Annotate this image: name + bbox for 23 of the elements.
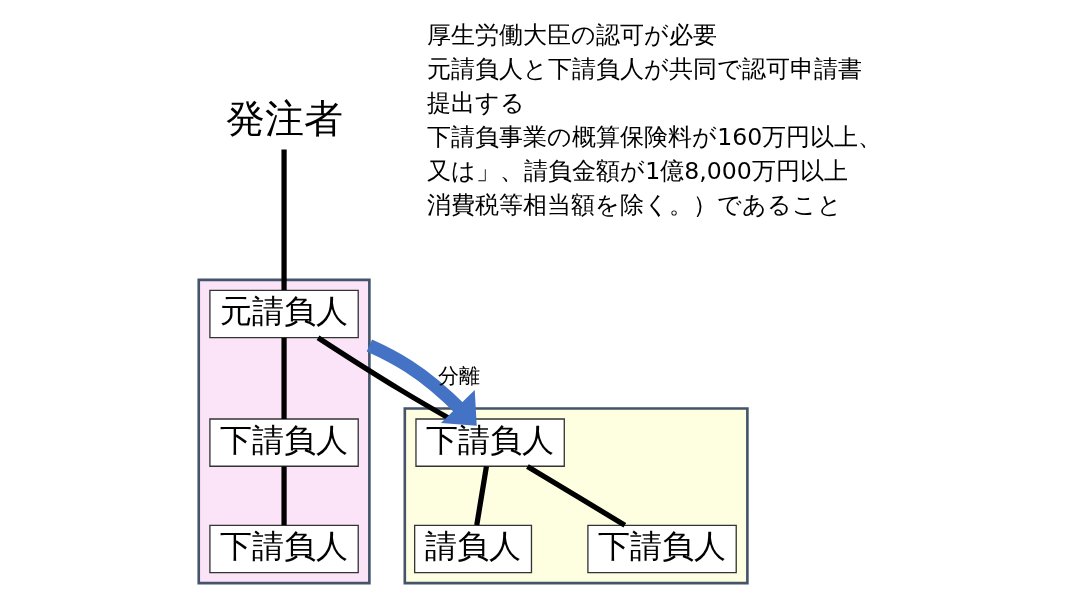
connector [281,466,287,526]
node-box: 下請負人 [415,418,565,467]
arrow [366,339,477,426]
node-box: 元請負人 [209,289,359,339]
label: 元請負人と下請負人が共同で認可申請書 [427,54,863,83]
connector [474,466,489,526]
node-text: 発注者 [225,95,343,142]
label: 厚生労働大臣の認可が必要 [427,20,718,49]
cluster [197,278,371,585]
label: 消費税等相当額を除く。）であること [427,191,843,220]
node-box: 下請負人 [209,418,359,467]
label: 提出する [427,89,526,118]
connector [526,464,627,528]
label: 又は」、請負金額が1億8,000万円以上 [427,157,848,186]
connector [316,335,452,422]
connector [281,337,287,419]
node-box: 下請負人 [587,524,737,574]
cluster [403,407,749,585]
edge-label: 分離 [437,364,480,389]
node-box: 下請負人 [209,524,359,574]
node-box: 請負人 [414,524,533,574]
connector [281,149,287,291]
label: 下請負事業の概算保険料が160万円以上、 [427,123,883,152]
